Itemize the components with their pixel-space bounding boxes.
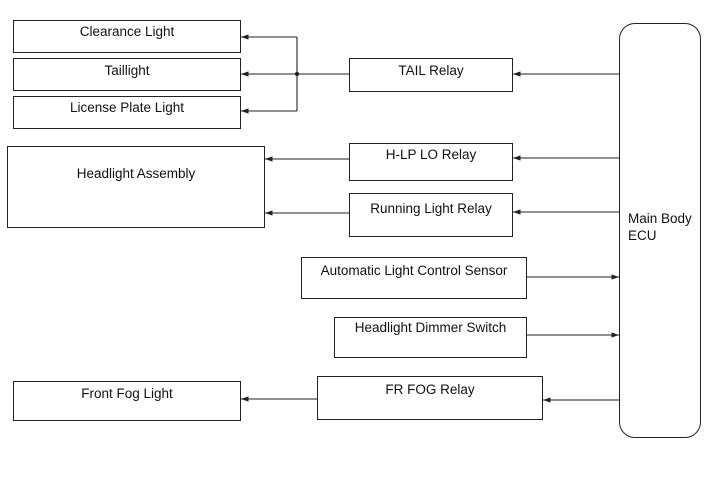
taillight-box: Taillight [13,58,241,91]
hlp-lo-relay-label: H-LP LO Relay [385,147,477,162]
headlight-assembly-label: Headlight Assembly [76,166,196,181]
fr-fog-relay-label: FR FOG Relay [385,382,475,397]
running-light-relay-label: Running Light Relay [370,201,492,216]
clearance-light-label: Clearance Light [79,24,175,39]
license-plate-light-box: License Plate Light [13,96,241,129]
clearance-light-box: Clearance Light [13,20,241,53]
taillight-label: Taillight [104,63,150,78]
hlp-lo-relay-box: H-LP LO Relay [349,143,513,181]
auto-light-sensor-label: Automatic Light Control Sensor [320,263,508,278]
dimmer-switch-label: Headlight Dimmer Switch [354,320,507,335]
main-body-ecu-box: Main Body ECU [619,23,701,438]
front-fog-light-label: Front Fog Light [81,386,173,401]
running-light-relay-box: Running Light Relay [349,193,513,237]
license-plate-light-label: License Plate Light [69,100,185,115]
ecu-label-line2: ECU [628,228,657,243]
front-fog-light-box: Front Fog Light [13,381,241,421]
tail-relay-label: TAIL Relay [398,63,464,78]
ecu-label-line1: Main Body [628,211,692,226]
tail-bus-junction-dot [294,71,300,77]
dimmer-switch-box: Headlight Dimmer Switch [334,317,527,358]
tail-relay-box: TAIL Relay [349,58,513,92]
headlight-assembly-box: Headlight Assembly [7,146,265,228]
auto-light-sensor-box: Automatic Light Control Sensor [301,257,527,299]
fr-fog-relay-box: FR FOG Relay [317,376,543,420]
